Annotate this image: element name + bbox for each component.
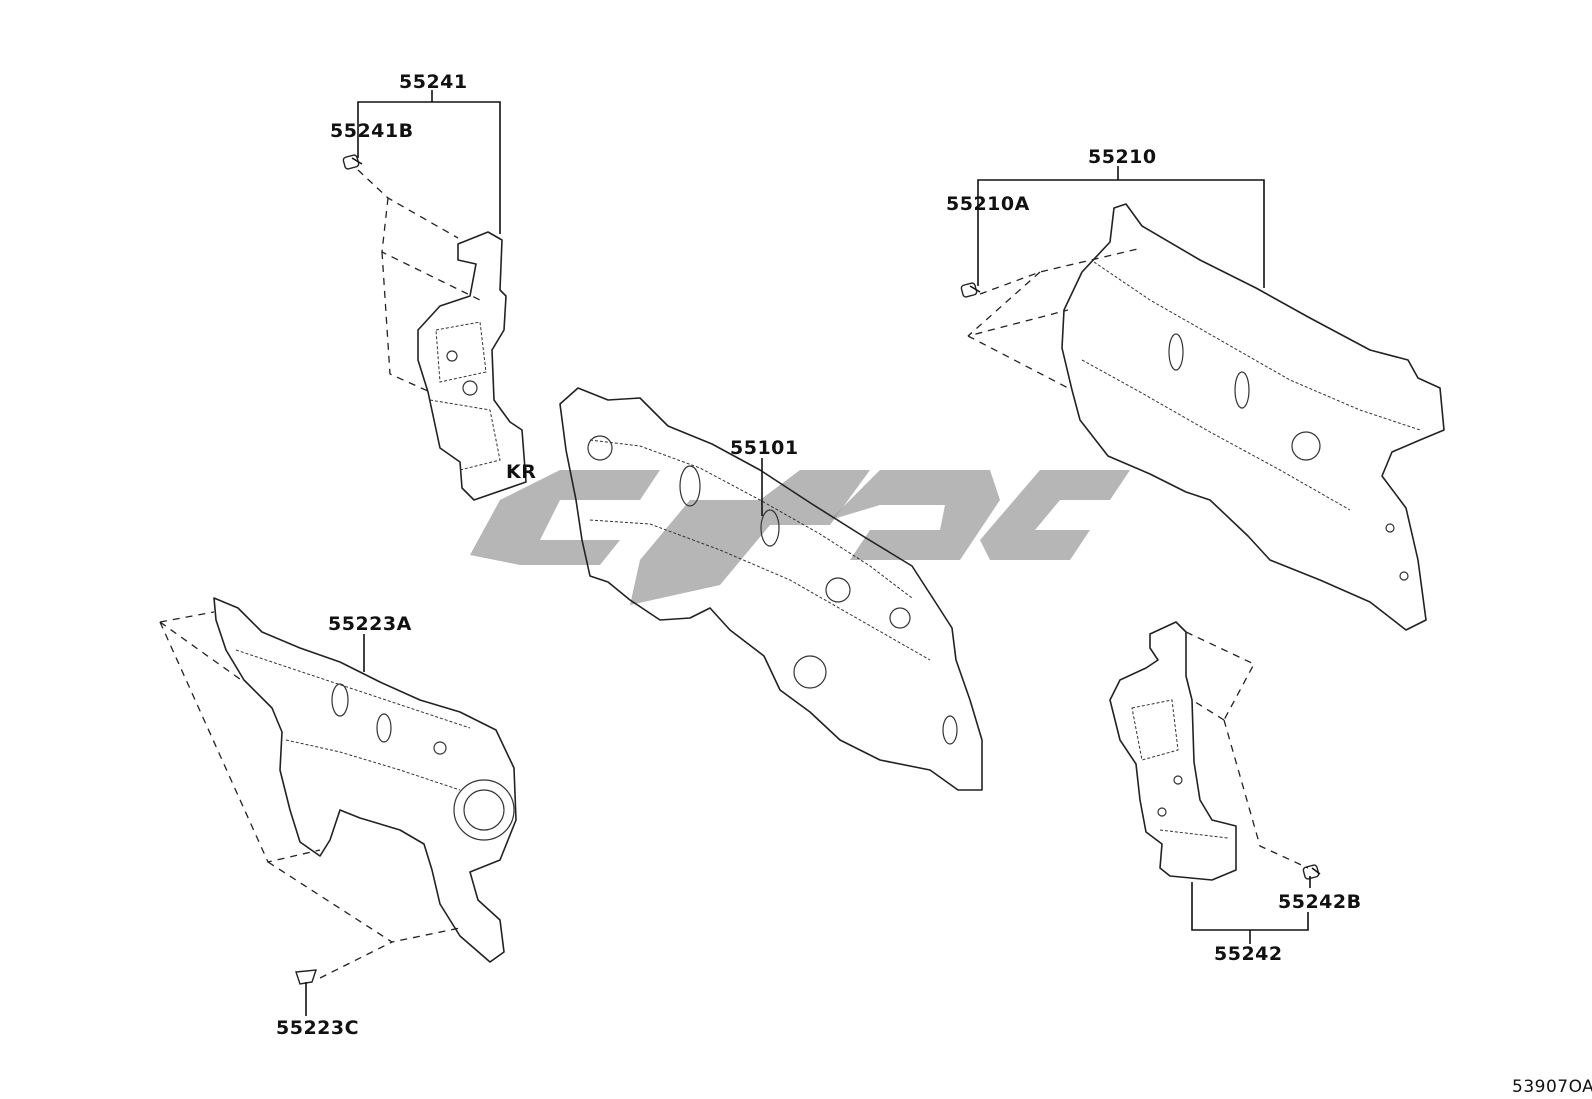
label-55101: 55101 bbox=[730, 437, 799, 459]
label-55210A: 55210A bbox=[946, 193, 1030, 215]
diagram-code: 53907OA bbox=[1512, 1077, 1592, 1097]
label-55241: 55241 bbox=[399, 71, 468, 93]
label-55223C: 55223C bbox=[276, 1017, 359, 1039]
watermark-logo bbox=[470, 470, 1130, 605]
part-55242-bracket bbox=[1109, 621, 1237, 881]
dashed-assembly-lines bbox=[159, 169, 1309, 979]
label-55242: 55242 bbox=[1214, 943, 1283, 965]
label-55241B: 55241B bbox=[330, 120, 414, 142]
part-55223A-insulator bbox=[213, 597, 517, 963]
clip-55223C bbox=[295, 969, 318, 985]
part-55101-dash-panel bbox=[559, 387, 983, 791]
label-55223A: 55223A bbox=[328, 613, 412, 635]
part-55241-bracket bbox=[417, 231, 527, 501]
label-55242B: 55242B bbox=[1278, 891, 1362, 913]
clip-55241B bbox=[342, 154, 363, 170]
leader-lines bbox=[305, 90, 1311, 1016]
clip-55242B bbox=[1302, 864, 1321, 880]
part-stamp: KR bbox=[506, 461, 536, 483]
clip-55210A bbox=[960, 282, 981, 298]
part-55210-insulator bbox=[1061, 203, 1445, 631]
label-55210: 55210 bbox=[1088, 146, 1157, 168]
